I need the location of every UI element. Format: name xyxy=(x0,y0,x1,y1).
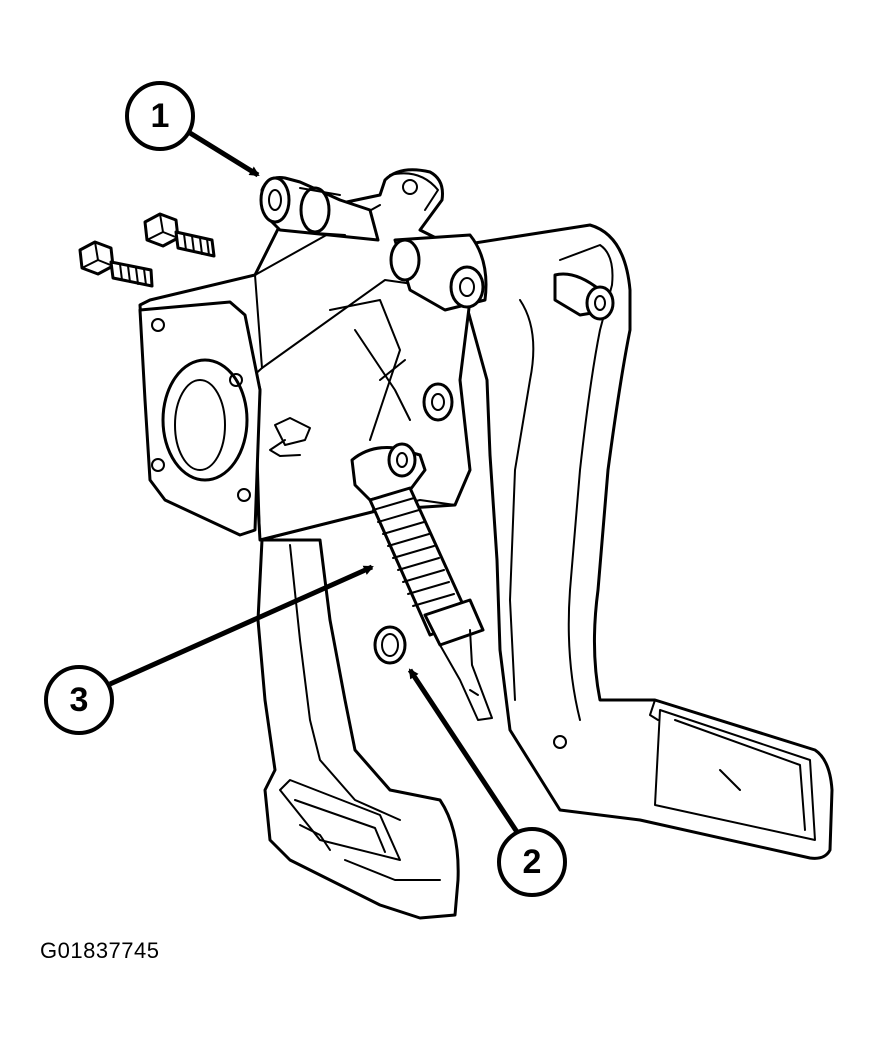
mounting-bolts xyxy=(78,212,216,288)
callout-1: 1 xyxy=(125,81,260,178)
callout-2: 2 xyxy=(407,668,567,897)
callout-1-label: 1 xyxy=(151,97,170,135)
bolt-upper xyxy=(143,212,216,258)
callout-2-label: 2 xyxy=(523,843,542,881)
clutch-cable-boot xyxy=(350,442,493,721)
pivot-shaft xyxy=(259,176,380,242)
retaining-clip xyxy=(373,625,407,665)
linkage-lugs xyxy=(389,233,615,422)
figure-id: G01837745 xyxy=(40,938,160,963)
bolt-lower xyxy=(78,240,154,288)
callout-3-label: 3 xyxy=(70,681,89,719)
callout-3: 3 xyxy=(44,564,374,735)
clutch-pedal xyxy=(256,538,460,920)
brake-pedal xyxy=(428,223,834,860)
